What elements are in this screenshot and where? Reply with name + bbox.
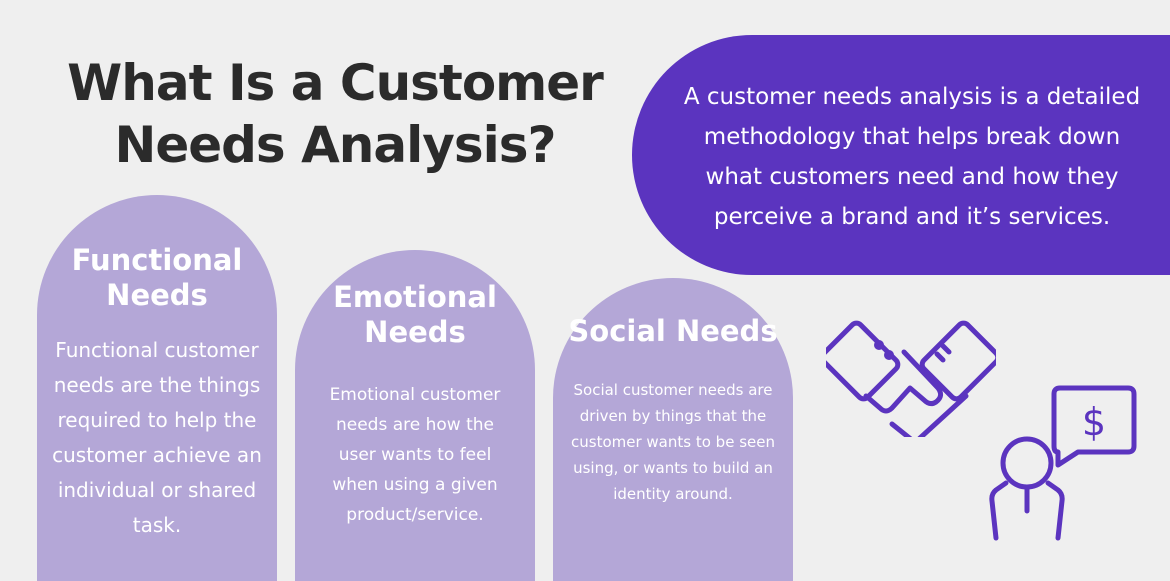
handshake-icon — [826, 320, 996, 437]
svg-text:$: $ — [1082, 400, 1106, 444]
person-dollar-speech-icon: $ — [989, 385, 1137, 541]
definition-banner: A customer needs analysis is a detailed … — [632, 35, 1170, 275]
card-emotional-needs: Emotional Needs Emotional customer needs… — [295, 250, 535, 581]
card-functional-needs: Functional Needs Functional customer nee… — [37, 195, 277, 581]
title-line-2: Needs Analysis? — [114, 116, 556, 174]
card-body: Emotional customer needs are how the use… — [329, 385, 501, 525]
title-line-1: What Is a Customer — [67, 54, 604, 112]
card-heading: Social Needs — [568, 314, 778, 348]
card-social-needs: Social Needs Social customer needs are d… — [553, 278, 793, 581]
card-heading: Emotional Needs — [333, 280, 497, 349]
card-heading: Functional Needs — [71, 243, 243, 312]
card-body: Social customer needs are driven by thin… — [571, 381, 775, 503]
card-body: Functional customer needs are the things… — [52, 338, 262, 537]
definition-text: A customer needs analysis is a detailed … — [683, 84, 1141, 230]
page-title: What Is a Customer Needs Analysis? — [40, 52, 630, 176]
